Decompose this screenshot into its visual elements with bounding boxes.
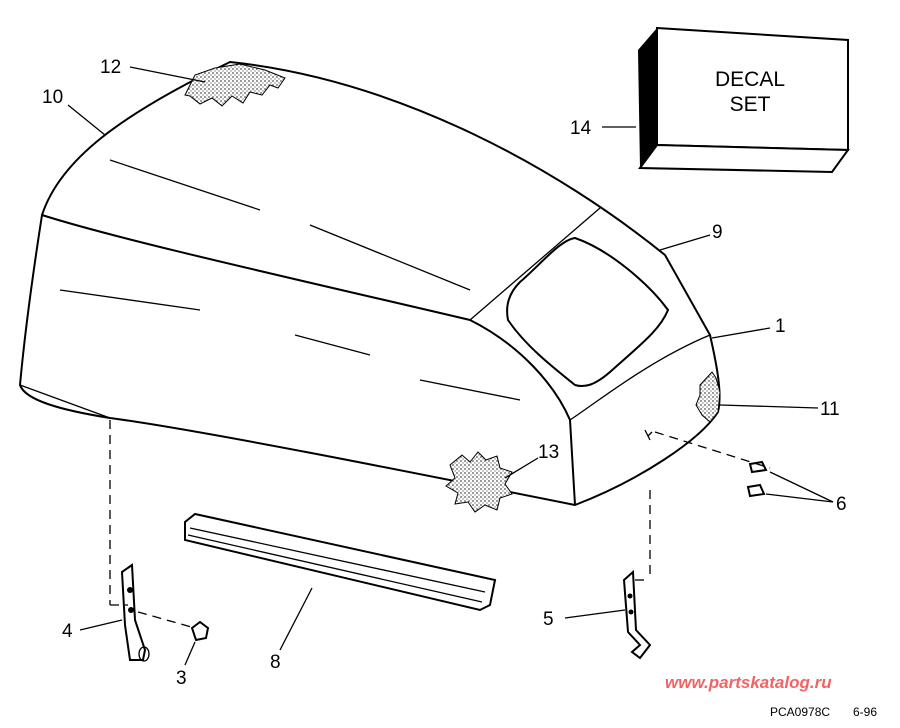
callout-12: 12: [100, 57, 121, 78]
decal-line-2: SET: [730, 93, 771, 116]
decal-patch-12: [184, 63, 286, 107]
window-opening: [506, 236, 670, 388]
assembly-line-screw: [137, 611, 196, 629]
seal-rail-8[interactable]: [184, 512, 497, 612]
callout-10: 10: [42, 87, 63, 108]
decal-patch-13: [445, 451, 513, 513]
engine-cover-hood[interactable]: [18, 60, 721, 513]
callout-5: 5: [543, 609, 554, 630]
callout-11: 11: [820, 399, 840, 420]
screw-3[interactable]: [190, 620, 210, 642]
bracket-4[interactable]: [120, 563, 150, 662]
watermark: www.partskatalog.ru: [665, 673, 832, 692]
decal-patch-11: [695, 371, 721, 423]
callout-4: 4: [62, 621, 73, 642]
bracket-5[interactable]: [622, 569, 652, 660]
assembly-line-pins: [654, 431, 771, 469]
callout-3: 3: [176, 668, 187, 689]
callout-9: 9: [712, 222, 723, 243]
figure-code: PCA0978C: [770, 705, 830, 719]
decal-set-box[interactable]: DECAL SET: [638, 26, 850, 174]
callout-13: 13: [538, 442, 559, 463]
callout-14: 14: [570, 118, 592, 139]
callout-1: 1: [775, 316, 786, 337]
callout-8: 8: [270, 652, 281, 673]
decal-line-1: DECAL: [715, 68, 785, 91]
figure-date: 6-96: [853, 705, 877, 719]
leader-lines: [67, 66, 834, 666]
callout-6: 6: [836, 494, 847, 515]
pins-6[interactable]: [746, 460, 768, 498]
